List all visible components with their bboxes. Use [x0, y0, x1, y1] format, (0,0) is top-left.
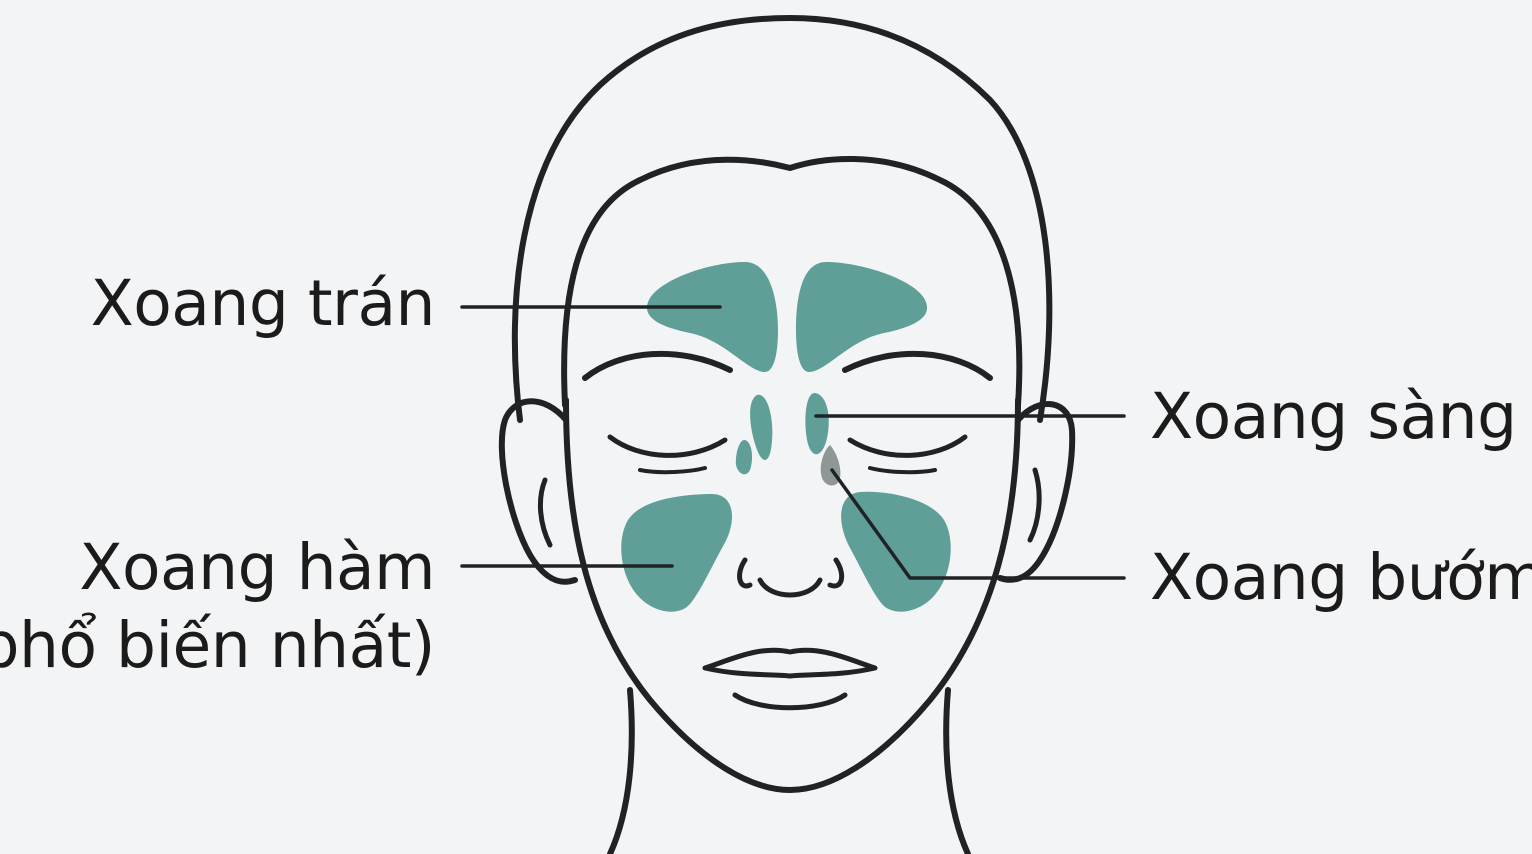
left-eye-crease	[640, 468, 705, 472]
lower-lip	[735, 695, 845, 708]
right-ear-inner	[1030, 470, 1039, 540]
left-eye	[610, 437, 725, 455]
maxillary-sinus-right	[841, 492, 951, 612]
ethmoid-sinus-left-lower	[736, 440, 752, 474]
neck-right	[946, 690, 968, 854]
hairline	[564, 159, 1019, 405]
right-eyebrow	[845, 354, 990, 378]
sphenoid-sinus-label: Xoang bướm	[1150, 546, 1532, 609]
maxillary-sinus-note: (phổ biến nhất)	[0, 614, 435, 677]
left-eyebrow	[585, 354, 730, 378]
sinus-regions	[621, 262, 951, 612]
maxillary-sinus-left	[621, 494, 732, 612]
ethmoid-sinus-left-upper	[750, 395, 772, 460]
right-eye-crease	[870, 468, 935, 472]
frontal-sinus-label: Xoang trán	[91, 272, 435, 335]
nose	[740, 560, 842, 595]
face-outlines	[462, 18, 1124, 854]
upper-lip	[705, 650, 875, 676]
ethmoid-sinus-label: Xoang sàng	[1150, 385, 1517, 448]
right-eye	[850, 437, 965, 455]
maxillary-sinus-label: Xoang hàm	[79, 536, 435, 599]
neck-left	[610, 690, 632, 854]
ethmoid-sinus-right-upper	[805, 393, 828, 454]
left-ear-inner	[540, 480, 550, 545]
